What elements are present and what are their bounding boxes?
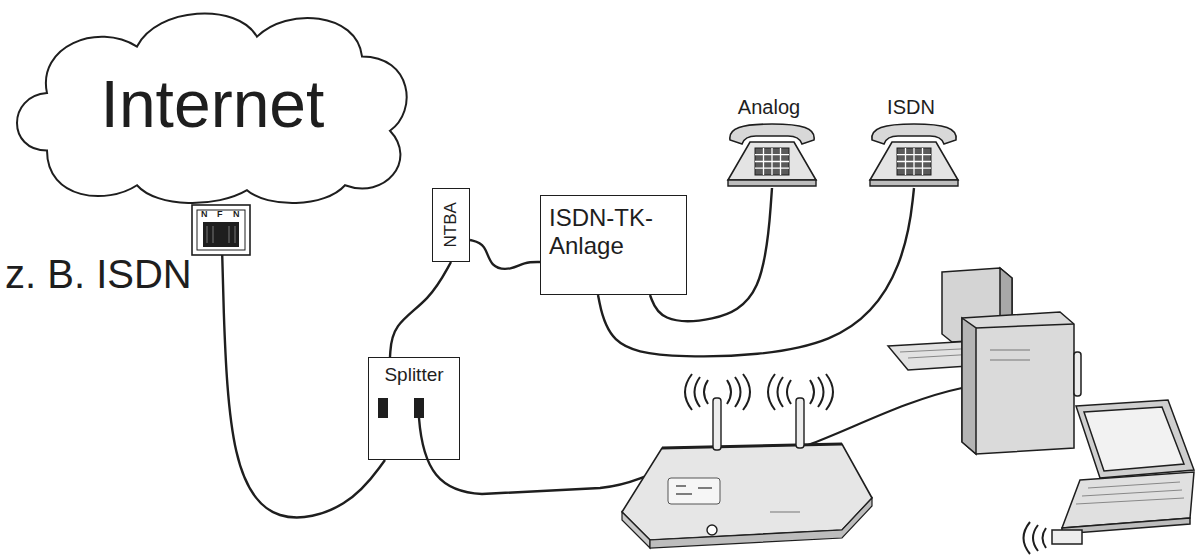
laptop (1052, 400, 1194, 544)
cable-line (470, 240, 540, 269)
node-label: NTBA (441, 202, 461, 247)
cable-line (390, 262, 451, 357)
phone-node: Analog (712, 94, 826, 188)
pc-cable (808, 388, 962, 445)
socket-pin-label: N (201, 209, 208, 219)
ntba-box: NTBA (432, 188, 470, 262)
cloud-title: Internet (101, 67, 325, 143)
desktop-pc (888, 268, 1081, 454)
node-label: ISDN-TK- Anlage (549, 204, 678, 259)
node-label: Analog (738, 96, 800, 119)
line-type-label: z. B. ISDN (5, 252, 192, 297)
pbx-box: ISDN-TK- Anlage (540, 195, 687, 295)
wlan-router (622, 398, 872, 548)
analog-phone (728, 124, 816, 186)
cable-line (650, 188, 772, 321)
isdn-phone (870, 124, 958, 186)
node-label: Splitter (384, 364, 443, 386)
socket-pin-label: N (233, 209, 240, 219)
node-label: ISDN (887, 96, 935, 119)
cloud-shape: Internet (5, 2, 420, 208)
wall-socket (192, 205, 250, 255)
splitter-box: Splitter (368, 357, 460, 460)
cloud-outline-path (17, 13, 407, 202)
splitter-ports (378, 398, 424, 418)
socket-pin-label: F (217, 209, 223, 219)
phone-node: ISDN (854, 94, 968, 188)
